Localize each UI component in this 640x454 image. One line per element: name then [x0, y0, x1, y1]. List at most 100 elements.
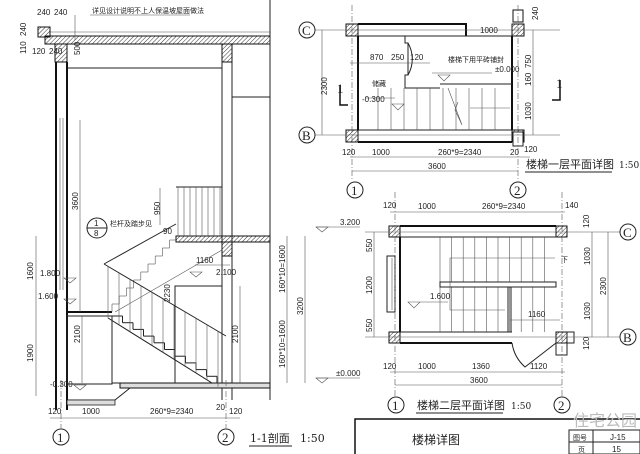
level-text: 2.100	[216, 268, 237, 277]
dim-text: 3200	[296, 297, 305, 315]
level-text: 1.600	[430, 292, 451, 301]
plan2-treads	[439, 237, 545, 332]
dim-text: 160	[524, 72, 533, 86]
dim-text: 120	[582, 214, 591, 228]
axis-bubble-1	[346, 181, 364, 199]
dim-text: 1000	[372, 148, 390, 157]
dim-text: 240	[37, 8, 51, 17]
dim-text: 2100	[73, 325, 82, 343]
dim-text: 260*9=2340	[482, 202, 526, 211]
dim-text: 1000	[82, 407, 100, 416]
axis-bubble-2	[509, 181, 527, 199]
dim-text: 1120	[530, 362, 548, 371]
title-block: 楼梯详图 图号 J-15 页 15 住宅公园	[354, 411, 640, 454]
dim-text: 120	[383, 362, 397, 371]
plan-second-floor: 120 1000 260*9=2340 140 550 1200 550 120…	[365, 192, 637, 414]
dim-text: 240	[49, 47, 63, 56]
page-number: 15	[612, 445, 621, 454]
dim-text: 120	[410, 53, 424, 62]
dim-text: 110	[19, 41, 28, 54]
dim-text: 1000	[480, 26, 498, 35]
dim-text: 3600	[71, 192, 80, 210]
drawing-title: 楼梯详图	[412, 432, 460, 447]
dim-text: 2300	[320, 77, 329, 95]
dim-text: 1360	[472, 362, 490, 371]
drawing-no: J-15	[610, 433, 626, 442]
dim-text: 500	[73, 41, 82, 55]
parapet	[37, 26, 51, 38]
plan-ground-floor: 2300 1000 240 750 160 1030 870 250 120 楼…	[298, 5, 639, 199]
dim-text: 260*9=2340	[150, 407, 194, 416]
dim-text: 950	[153, 201, 162, 215]
axis-label: B	[623, 330, 632, 345]
drawing-no-label: 图号	[573, 434, 587, 442]
room-label: 储藏	[372, 79, 386, 88]
dim-text: 120	[342, 148, 356, 157]
detail-ref-sheet: 8	[94, 229, 99, 238]
level-text: 1.600	[38, 292, 59, 301]
dim-text: 1030	[583, 247, 592, 265]
dim-text: 140	[565, 201, 579, 210]
watermark: 住宅公园	[573, 411, 637, 430]
detail-note: 栏杆及踏步见	[110, 219, 152, 228]
dim-text: 1160	[528, 310, 546, 319]
floor-note: 楼梯下用平砖铺封	[448, 55, 504, 64]
dim-text: 240	[54, 8, 68, 17]
dim-text: 120	[32, 47, 46, 56]
plan1-title: 楼梯一层平面详图	[526, 157, 614, 171]
plan2-title: 楼梯二层平面详图	[417, 398, 505, 412]
level-text: 3.200	[340, 218, 361, 227]
axis-label: 2	[514, 183, 521, 198]
axis-label: 2	[558, 398, 565, 413]
axis-label: C	[623, 225, 632, 240]
dim-text: 260*9=2340	[438, 148, 482, 157]
level-text: ±0.000	[336, 369, 361, 378]
axis-label: 1	[392, 398, 399, 413]
axis-label: 2	[222, 430, 229, 445]
axis-label: C	[302, 23, 311, 38]
dim-text: 160*10=1600	[278, 245, 287, 293]
axis-label: 1	[57, 430, 64, 445]
axis-bubble-c	[619, 223, 637, 241]
dim-text: 120	[383, 201, 397, 210]
detail-ref-num: 1	[94, 219, 99, 228]
dim-text: 1160	[196, 256, 214, 265]
dim-text: 120	[582, 336, 591, 350]
axis-label: B	[302, 128, 311, 143]
dim-text: 2100	[231, 325, 240, 343]
axis-bubble-b	[298, 126, 316, 144]
dim-text: 240	[19, 22, 28, 36]
dim-text: 20	[510, 148, 519, 157]
axis-bubble-c	[298, 21, 316, 39]
dim-text: 1600	[26, 262, 35, 280]
dim-text: 1200	[365, 276, 374, 294]
level-text: 1.800	[40, 269, 61, 278]
dim-text: 870	[370, 53, 384, 62]
section-1-1: 240 240 240 110 120 240 500 详见设计说明不上人保温坡…	[19, 0, 361, 447]
plan1-scale: 1:50	[619, 161, 639, 171]
section-mark-right: 1	[556, 76, 563, 91]
dim-text: 160*10=1600	[278, 320, 287, 368]
down-arrow-label: 下	[561, 256, 568, 264]
axis-label: 1	[351, 183, 358, 198]
section-title: 1-1剖面	[250, 431, 290, 445]
balusters	[107, 187, 221, 387]
dim-text: 120	[48, 407, 62, 416]
dim-text: 750	[524, 54, 533, 68]
axis-bubble-1	[52, 428, 70, 446]
dim-text: 1030	[524, 102, 533, 120]
dim-text: 90	[163, 227, 172, 236]
dim-text: 550	[365, 318, 374, 332]
plan2-scale: 1:50	[511, 402, 531, 412]
plan1-treads	[377, 88, 496, 130]
section-scale: 1:50	[300, 432, 325, 445]
dim-text: 3600	[428, 162, 446, 171]
dim-text: 3600	[470, 376, 488, 385]
dim-text: 1000	[418, 362, 436, 371]
axis-bubble-2	[553, 396, 571, 414]
level-text: -0.300	[362, 95, 385, 104]
dim-text: 2230	[163, 284, 172, 302]
dim-text: 250	[391, 53, 405, 62]
dim-text: 1900	[26, 344, 35, 362]
